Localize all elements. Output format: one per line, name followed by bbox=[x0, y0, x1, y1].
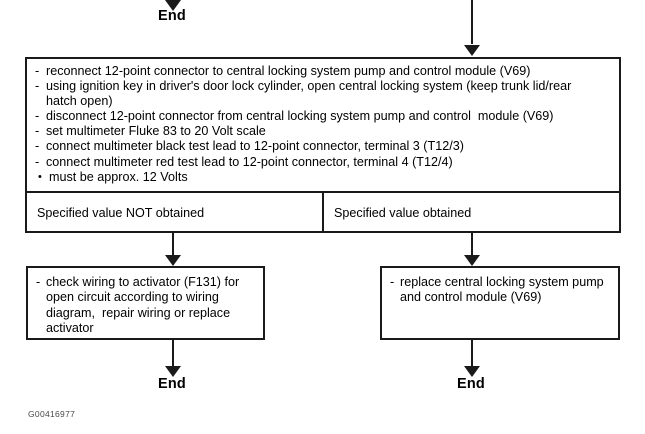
end-label-top: End bbox=[158, 8, 186, 24]
connector-right-outcome-to-end bbox=[471, 340, 473, 368]
step-text: connect multimeter red test lead to 12-p… bbox=[46, 154, 453, 169]
step-marker: - bbox=[35, 64, 40, 78]
arrowhead-left-end bbox=[165, 366, 181, 377]
step-text: set multimeter Fluke 83 to 20 Volt scale bbox=[46, 124, 266, 139]
result-cell-not-obtained: Specified value NOT obtained bbox=[37, 193, 317, 233]
test-step-expected-value: • must be approx. 12 Volts bbox=[35, 170, 613, 185]
connector-not-obtained-to-outcome bbox=[172, 233, 174, 257]
result-label-not-obtained: Specified value NOT obtained bbox=[37, 206, 205, 220]
step-text: must be approx. 12 Volts bbox=[49, 169, 188, 184]
results-row-center-divider bbox=[322, 191, 324, 231]
connector-obtained-to-outcome bbox=[471, 233, 473, 257]
connector-into-main-box bbox=[471, 0, 473, 44]
figure-code: G00416977 bbox=[28, 409, 76, 419]
connector-left-outcome-to-end bbox=[172, 340, 174, 368]
step-text: connect multimeter black test lead to 12… bbox=[46, 139, 464, 154]
end-label-bottom-left: End bbox=[158, 376, 186, 392]
arrowhead-left-outcome bbox=[165, 255, 181, 266]
outcome-box-replace-module: - replace central locking system pump an… bbox=[380, 266, 620, 340]
test-step: - disconnect 12-point connector from cen… bbox=[35, 109, 613, 124]
arrowhead-into-main-box bbox=[464, 45, 480, 56]
step-marker: - bbox=[35, 139, 40, 154]
test-step: - reconnect 12-point connector to centra… bbox=[35, 64, 613, 79]
test-step: - connect multimeter red test lead to 12… bbox=[35, 155, 613, 170]
step-marker: - bbox=[35, 124, 40, 139]
step-marker: - bbox=[35, 109, 40, 124]
arrowhead-right-end bbox=[464, 366, 480, 377]
outcome-marker: - bbox=[36, 275, 41, 289]
outcome-text-left: - check wiring to activator (F131) for o… bbox=[36, 275, 255, 337]
step-text: using ignition key in driver's door lock… bbox=[46, 79, 572, 109]
outcome-body: check wiring to activator (F131) for ope… bbox=[46, 275, 240, 336]
outcome-text-right: - replace central locking system pump an… bbox=[390, 275, 610, 306]
test-step: - using ignition key in driver's door lo… bbox=[35, 79, 613, 109]
step-marker: - bbox=[35, 79, 40, 94]
test-step: - connect multimeter black test lead to … bbox=[35, 139, 613, 154]
step-text: disconnect 12-point connector from centr… bbox=[46, 109, 554, 124]
arrowhead-right-outcome bbox=[464, 255, 480, 266]
arrowhead-top-end bbox=[165, 0, 181, 11]
step-marker: - bbox=[35, 154, 40, 169]
test-step: - set multimeter Fluke 83 to 20 Volt sca… bbox=[35, 124, 613, 139]
result-cell-obtained: Specified value obtained bbox=[334, 193, 614, 233]
outcome-marker: - bbox=[390, 275, 395, 289]
step-marker-bullet: • bbox=[38, 170, 42, 183]
step-text: reconnect 12-point connector to central … bbox=[46, 64, 531, 78]
result-label-obtained: Specified value obtained bbox=[334, 206, 472, 220]
test-procedure-box: - reconnect 12-point connector to centra… bbox=[25, 57, 621, 233]
test-step-list: - reconnect 12-point connector to centra… bbox=[35, 64, 613, 185]
outcome-box-check-wiring: - check wiring to activator (F131) for o… bbox=[26, 266, 265, 340]
end-label-bottom-right: End bbox=[457, 376, 485, 392]
outcome-body: replace central locking system pump and … bbox=[400, 275, 604, 305]
